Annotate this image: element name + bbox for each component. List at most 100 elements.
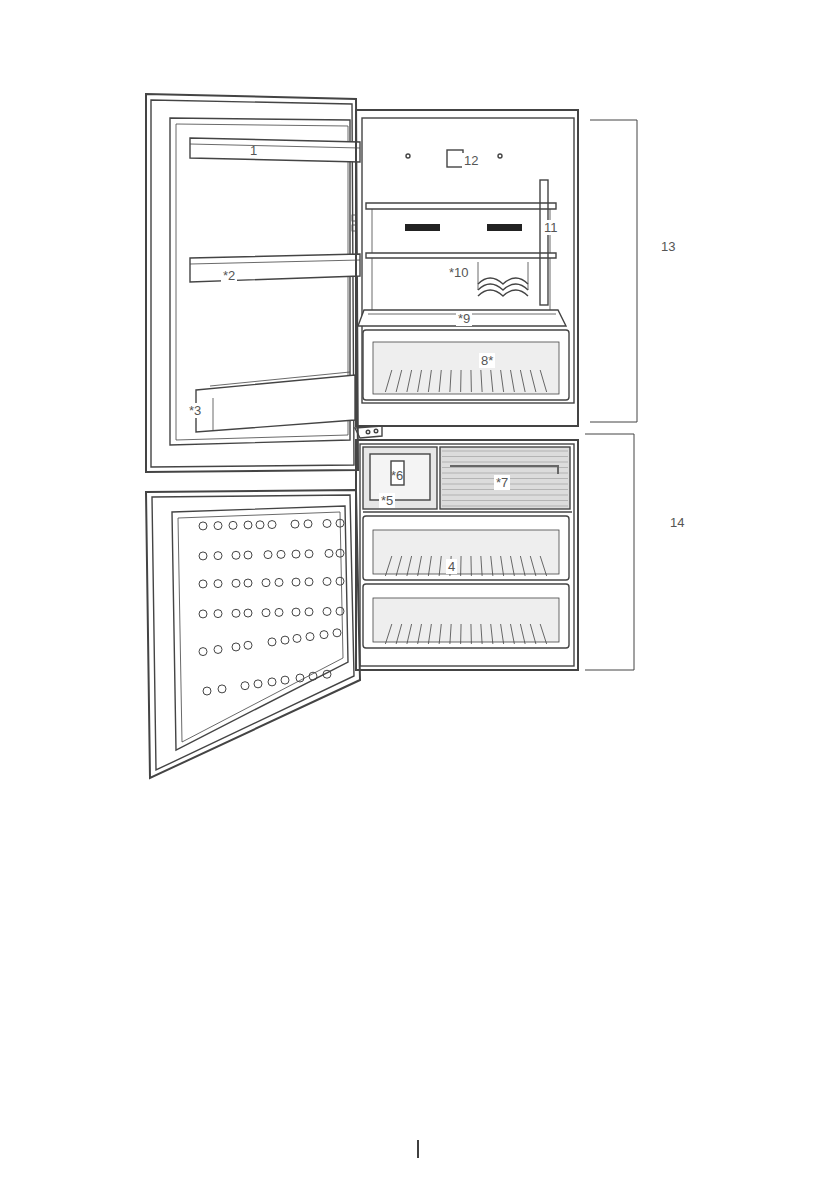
door-dot bbox=[244, 609, 252, 617]
hatch-line bbox=[407, 624, 412, 644]
door-dot bbox=[268, 638, 276, 646]
hatch-line bbox=[439, 624, 441, 644]
hatch-line bbox=[442, 500, 568, 501]
door-dot bbox=[214, 552, 222, 560]
hatch-line bbox=[442, 456, 568, 457]
hatch-line bbox=[540, 624, 546, 644]
hatch-line bbox=[439, 370, 441, 392]
door-dot bbox=[320, 631, 328, 639]
door-dot bbox=[275, 608, 283, 616]
hatch-line bbox=[501, 556, 504, 576]
door-dot bbox=[336, 549, 344, 557]
hatch-line bbox=[428, 556, 431, 576]
callout-number: 1 bbox=[248, 143, 259, 158]
callout-number: 4 bbox=[446, 559, 457, 574]
hatch-line bbox=[491, 556, 493, 576]
door-dot bbox=[214, 645, 222, 653]
hatch-line bbox=[470, 556, 471, 576]
hatch-line bbox=[407, 556, 412, 576]
hatch-line bbox=[442, 451, 568, 452]
hatch-line bbox=[439, 556, 441, 576]
freezer-door bbox=[146, 490, 360, 778]
door-dot bbox=[291, 520, 299, 528]
callout-number: *9 bbox=[456, 311, 472, 326]
hatch-line bbox=[450, 370, 451, 392]
hatch-line bbox=[491, 624, 493, 644]
bracket bbox=[590, 120, 637, 422]
bracket bbox=[585, 434, 634, 670]
door-dot bbox=[232, 643, 240, 651]
door-dot bbox=[262, 579, 270, 587]
door-dot bbox=[244, 579, 252, 587]
callout-number: 14 bbox=[668, 515, 686, 530]
callout-number: *7 bbox=[494, 475, 510, 490]
door-dot bbox=[336, 607, 344, 615]
hatch-line bbox=[481, 556, 482, 576]
door-dot bbox=[323, 519, 331, 527]
door-dot bbox=[336, 577, 344, 585]
door-dot bbox=[305, 608, 313, 616]
door-dot bbox=[293, 634, 301, 642]
hatch-line bbox=[520, 624, 525, 644]
door-dot bbox=[336, 519, 344, 527]
cabinet bbox=[355, 110, 578, 670]
door-dot bbox=[323, 670, 331, 678]
door-dot bbox=[232, 579, 240, 587]
hatch-line bbox=[520, 556, 525, 576]
door-dot bbox=[244, 641, 252, 649]
hatch-line bbox=[385, 370, 391, 392]
hatch-line bbox=[418, 556, 422, 576]
hatch-line bbox=[530, 624, 536, 644]
door-dot bbox=[268, 678, 276, 686]
hatch-line bbox=[511, 556, 515, 576]
hatch-line bbox=[396, 624, 402, 644]
door-dot bbox=[254, 680, 262, 688]
hatch-line bbox=[442, 495, 568, 496]
callout-number: *6 bbox=[389, 468, 405, 483]
hatch-line bbox=[428, 370, 431, 392]
door-dot bbox=[214, 580, 222, 588]
door-dot bbox=[292, 550, 300, 558]
door-dot bbox=[325, 549, 333, 557]
door-dot bbox=[203, 687, 211, 695]
callout-number: 11 bbox=[542, 220, 560, 235]
hatch-line bbox=[460, 624, 461, 644]
callout-number: *2 bbox=[221, 268, 237, 283]
callout-number: *10 bbox=[447, 265, 471, 280]
door-dot bbox=[323, 577, 331, 585]
hatch-line bbox=[460, 370, 461, 392]
door-dot bbox=[214, 522, 222, 530]
callout-number: *5 bbox=[379, 493, 395, 508]
door-dot bbox=[305, 578, 313, 586]
door-dot bbox=[244, 521, 252, 529]
hatch-line bbox=[540, 370, 546, 392]
hatch-line bbox=[396, 556, 402, 576]
door-dot bbox=[229, 521, 237, 529]
door-dot bbox=[296, 674, 304, 682]
hatch-line bbox=[418, 624, 422, 644]
door-dot bbox=[264, 551, 272, 559]
page-mark bbox=[417, 1140, 419, 1158]
hatch-line bbox=[470, 370, 471, 392]
door-dot bbox=[232, 551, 240, 559]
hatch-line bbox=[428, 624, 431, 644]
door-dot bbox=[277, 550, 285, 558]
door-dot bbox=[199, 580, 207, 588]
hatch-line bbox=[540, 556, 546, 576]
hatch-line bbox=[460, 556, 461, 576]
hatch-line bbox=[442, 462, 568, 463]
hatch-line bbox=[481, 624, 482, 644]
callout-number: *3 bbox=[187, 403, 203, 418]
door-dot bbox=[232, 609, 240, 617]
hatch-line bbox=[530, 370, 536, 392]
hatch-line bbox=[511, 370, 515, 392]
hatch-line bbox=[481, 370, 482, 392]
door-dot bbox=[199, 648, 207, 656]
hatch-line bbox=[511, 624, 515, 644]
hatch-line bbox=[385, 624, 391, 644]
door-dot bbox=[281, 636, 289, 644]
hatch-line bbox=[442, 506, 568, 507]
hatch-line bbox=[396, 370, 402, 392]
hatch-line bbox=[501, 624, 504, 644]
